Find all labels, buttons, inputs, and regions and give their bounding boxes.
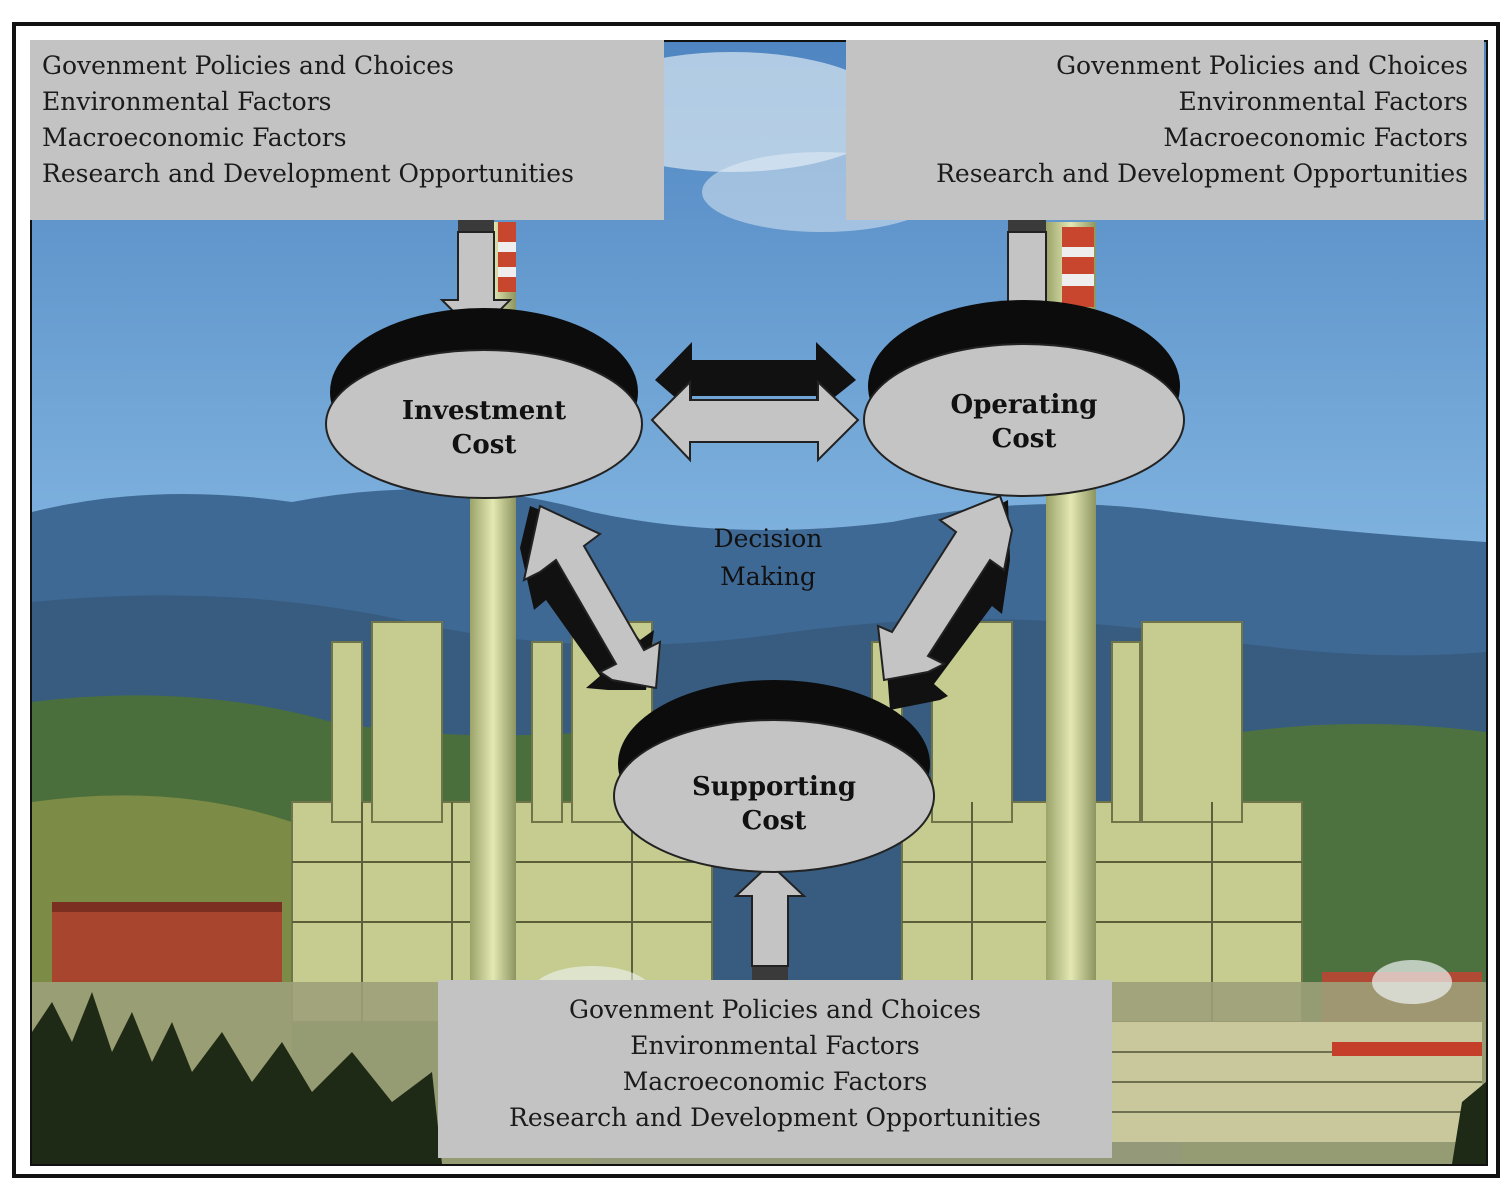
supporting-cost-label: Supporting Cost <box>691 772 857 836</box>
factor-box-top-left: Govenment Policies and Choices Environme… <box>30 40 664 220</box>
factor-item: Govenment Policies and Choices <box>1056 51 1468 80</box>
investment-cost-label: Investment Cost <box>401 396 567 460</box>
investment-cost-node <box>325 308 643 499</box>
factor-item: Macroeconomic Factors <box>42 123 347 152</box>
factor-item: Environmental Factors <box>42 87 332 116</box>
factor-item: Environmental Factors <box>630 1031 920 1060</box>
factor-item: Govenment Policies and Choices <box>42 51 454 80</box>
double-arrow-operating-supporting <box>876 494 1014 710</box>
factor-item: Environmental Factors <box>1178 87 1468 116</box>
factor-item: Research and Development Opportunities <box>42 159 574 188</box>
factor-box-top-right: Govenment Policies and Choices Environme… <box>846 40 1484 220</box>
operating-cost-node <box>863 300 1185 497</box>
double-arrow-investment-operating <box>650 342 860 463</box>
double-arrow-investment-supporting <box>520 504 662 690</box>
factor-item: Macroeconomic Factors <box>1163 123 1468 152</box>
factor-box-bottom: Govenment Policies and Choices Environme… <box>438 980 1112 1158</box>
factor-item: Govenment Policies and Choices <box>569 995 981 1024</box>
operating-cost-label: Operating Cost <box>950 390 1098 454</box>
supporting-cost-node <box>613 680 935 873</box>
factor-item: Macroeconomic Factors <box>622 1067 928 1096</box>
decision-making-label: Decision Making <box>713 524 823 591</box>
factor-item: Research and Development Opportunities <box>936 159 1468 188</box>
arrow-bottom-box-to-supporting <box>733 862 807 982</box>
factor-item: Research and Development Opportunities <box>509 1103 1041 1132</box>
